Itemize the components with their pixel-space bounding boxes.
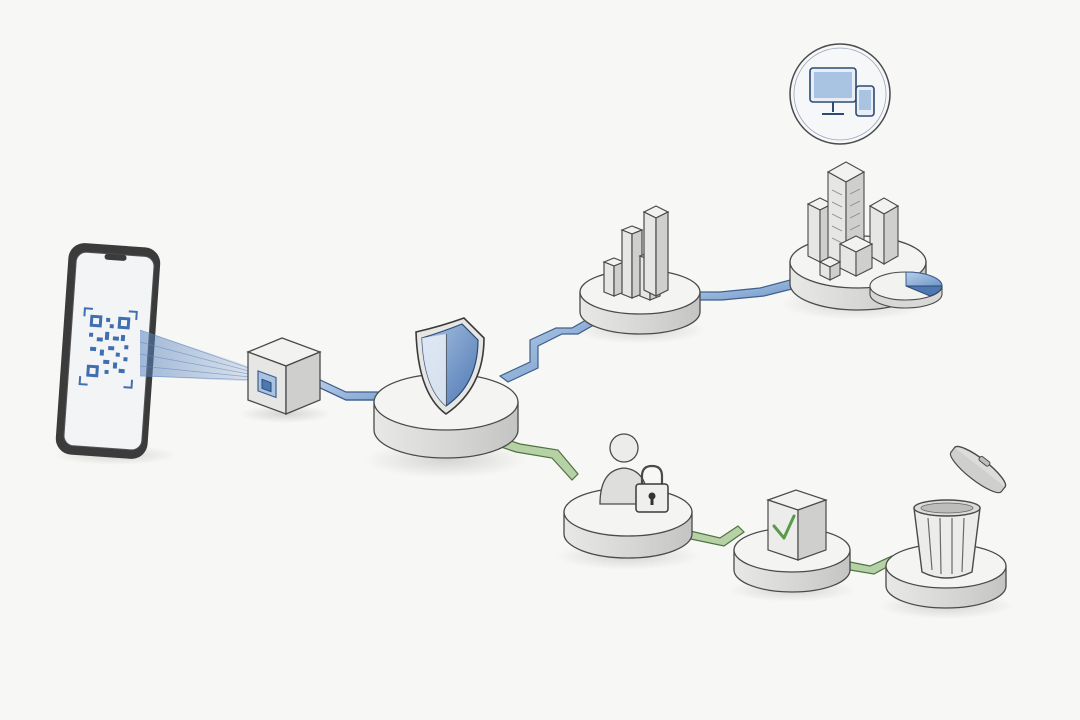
trash-can-icon (913, 445, 1007, 579)
user-lock-icon (599, 433, 669, 513)
pie-chart-icon (869, 271, 943, 309)
connector-user-lock-to-verify (685, 525, 745, 547)
connector-analytics-to-enterprise (689, 279, 798, 301)
scanner-cube-icon (239, 337, 331, 423)
user-lock-platform (556, 487, 700, 570)
scan-beam (139, 329, 262, 382)
smartphone-qr-code-icon (53, 243, 177, 465)
city-buildings-icon (806, 161, 900, 281)
bar-chart-icon (602, 205, 670, 301)
checkmark-icon (766, 489, 828, 561)
shield-icon (415, 317, 485, 415)
monitor-and-tablet-icon (789, 43, 891, 145)
